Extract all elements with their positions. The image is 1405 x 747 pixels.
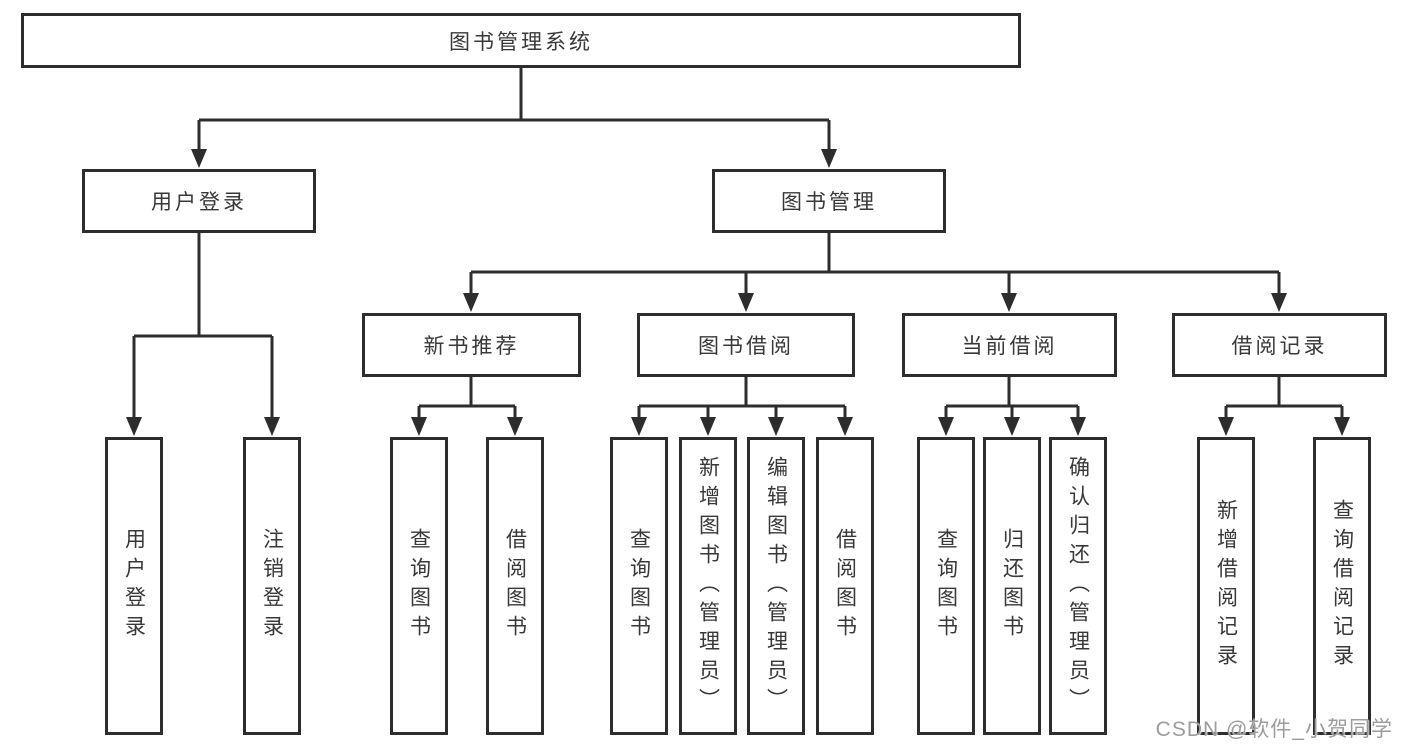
leaf-borrow-borrow: 借阅图书 <box>816 437 874 735</box>
node-new-book-recommend: 新书推荐 <box>362 313 581 377</box>
csdn-watermark: CSDN @软件_小贺同学 <box>1155 718 1393 741</box>
node-borrow-records: 借阅记录 <box>1172 313 1387 377</box>
leaf-newbooks-query-label: 查询图书 <box>407 528 431 644</box>
leaf-newbooks-borrow: 借阅图书 <box>486 437 544 735</box>
leaf-logout-label: 注销登录 <box>260 528 284 644</box>
node-root-system: 图书管理系统 <box>21 13 1021 68</box>
leaf-user-login-label: 用户登录 <box>122 528 146 644</box>
leaf-records-add: 新增借阅记录 <box>1197 437 1255 735</box>
leaf-current-return-label: 归还图书 <box>1000 528 1024 644</box>
leaf-current-return: 归还图书 <box>983 437 1041 735</box>
connector-lines <box>132 68 1344 419</box>
node-user-login: 用户登录 <box>82 169 316 233</box>
leaf-newbooks-borrow-label: 借阅图书 <box>503 528 527 644</box>
leaf-user-login: 用户登录 <box>105 437 163 735</box>
leaf-borrow-query-label: 查询图书 <box>627 528 651 644</box>
leaf-records-add-label: 新增借阅记录 <box>1214 499 1238 673</box>
leaf-borrow-add-admin-label: 新增图书（管理员） <box>696 455 720 717</box>
leaf-borrow-query: 查询图书 <box>610 437 668 735</box>
leaf-current-confirm-return-admin-label: 确认归还（管理员） <box>1066 455 1090 717</box>
leaf-current-query-label: 查询图书 <box>934 528 958 644</box>
node-current-borrowing: 当前借阅 <box>902 313 1117 377</box>
node-book-borrowing: 图书借阅 <box>637 313 855 377</box>
leaf-borrow-edit-admin-label: 编辑图书（管理员） <box>764 455 788 717</box>
leaf-current-query: 查询图书 <box>917 437 975 735</box>
leaf-borrow-borrow-label: 借阅图书 <box>833 528 857 644</box>
leaf-records-query: 查询借阅记录 <box>1313 437 1371 735</box>
arrowheads <box>126 149 1350 436</box>
leaf-records-query-label: 查询借阅记录 <box>1330 499 1354 673</box>
leaf-borrow-edit-admin: 编辑图书（管理员） <box>747 437 805 735</box>
leaf-logout: 注销登录 <box>243 437 301 735</box>
node-book-management: 图书管理 <box>712 169 946 233</box>
leaf-newbooks-query: 查询图书 <box>390 437 448 735</box>
leaf-borrow-add-admin: 新增图书（管理员） <box>679 437 737 735</box>
leaf-current-confirm-return-admin: 确认归还（管理员） <box>1049 437 1107 735</box>
